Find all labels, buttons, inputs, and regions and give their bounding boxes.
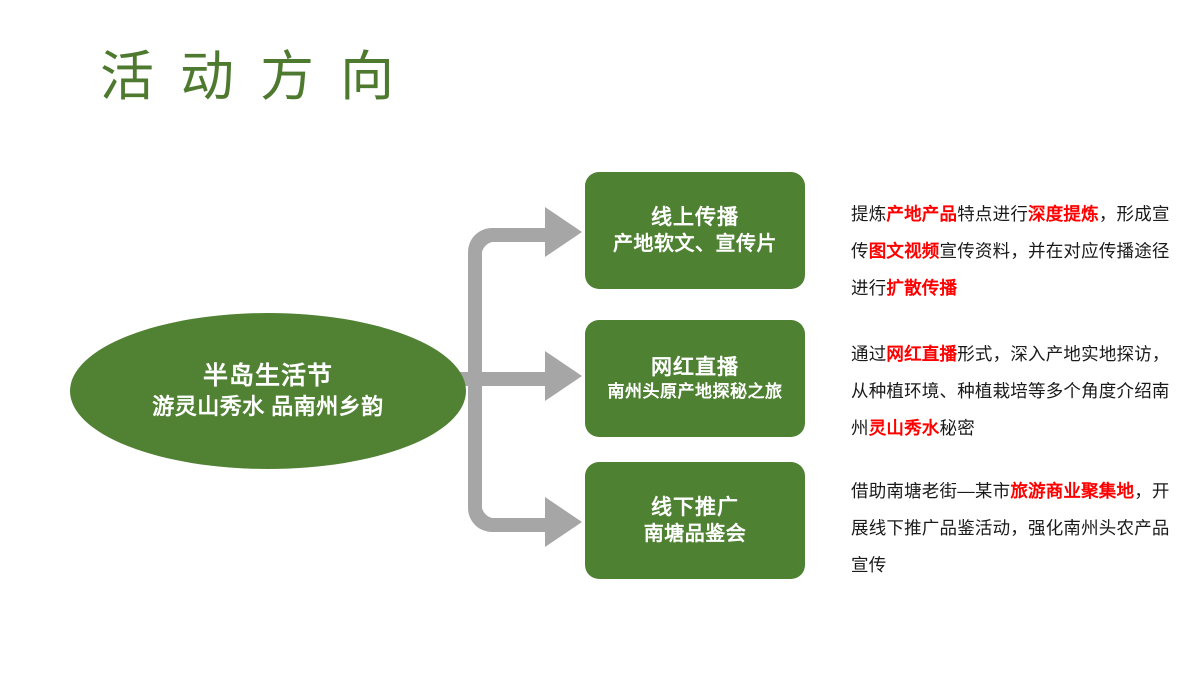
- node-title: 线下推广: [651, 495, 739, 519]
- node-title: 线上传播: [651, 205, 739, 229]
- node-title: 网红直播: [651, 355, 739, 379]
- hub-ellipse: 半岛生活节 游灵山秀水 品南州乡韵: [70, 313, 466, 469]
- arrow-to-node-3: [468, 368, 582, 547]
- hub-subtitle: 游灵山秀水 品南州乡韵: [152, 393, 384, 419]
- description-influencer-livestream: 通过网红直播形式，深入产地实地探访，从种植环境、种植栽培等多个角度介绍南州灵山秀…: [851, 344, 1170, 438]
- arrow-to-node-1: [468, 207, 582, 391]
- hub-title: 半岛生活节: [202, 361, 333, 390]
- node-subtitle: 产地软文、宣传片: [613, 233, 777, 256]
- description-offline-promotion: 借助南塘老街—某市旅游商业聚集地，开展线下推广品鉴活动，强化南州头农产品宣传: [851, 481, 1170, 575]
- node-subtitle: 南州头原产地探秘之旅: [607, 382, 783, 402]
- node-box-offline-promotion[interactable]: 线下推广 南塘品鉴会: [585, 462, 805, 579]
- description-online-promotion: 提炼产地产品特点进行深度提炼，形成宣传图文视频宣传资料，并在对应传播途径进行扩散…: [851, 204, 1170, 298]
- arrow-to-node-2: [452, 351, 582, 401]
- node-box-influencer-livestream[interactable]: 网红直播 南州头原产地探秘之旅: [585, 320, 805, 437]
- node-subtitle: 南塘品鉴会: [643, 523, 747, 546]
- page-title: 活动方向: [100, 47, 420, 107]
- node-box-online-promotion[interactable]: 线上传播 产地软文、宣传片: [585, 172, 805, 289]
